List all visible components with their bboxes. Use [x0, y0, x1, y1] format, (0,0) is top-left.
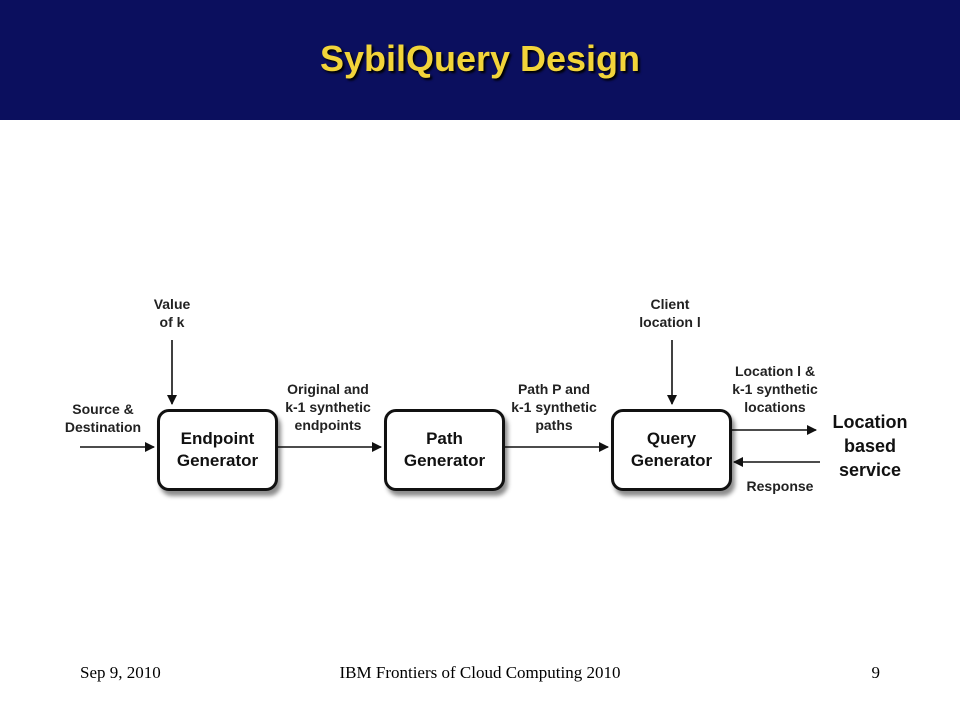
- query-generator-box: Query Generator: [611, 409, 732, 491]
- label-response: Response: [746, 478, 814, 494]
- label-client-location: Client location l: [639, 296, 701, 330]
- label-original-endpoints: Original and k-1 synthetic endpoints: [285, 381, 371, 433]
- label-source-destination: Source & Destination: [64, 401, 142, 435]
- footer-date: Sep 9, 2010: [80, 663, 161, 682]
- title-bar: SybilQuery Design: [0, 0, 960, 120]
- location-based-service: Location based service: [832, 412, 908, 480]
- slide-title: SybilQuery Design: [319, 38, 641, 79]
- endpoint-generator-box: Endpoint Generator: [157, 409, 278, 491]
- label-location-k1: Location l & k-1 synthetic locations: [732, 363, 818, 415]
- path-generator-box: Path Generator: [384, 409, 505, 491]
- label-value-k: Value of k: [153, 296, 191, 330]
- label-path-p: Path P and k-1 synthetic paths: [511, 381, 597, 433]
- footer-page-number: 9: [871, 663, 881, 682]
- footer-conference: IBM Frontiers of Cloud Computing 2010: [339, 663, 621, 682]
